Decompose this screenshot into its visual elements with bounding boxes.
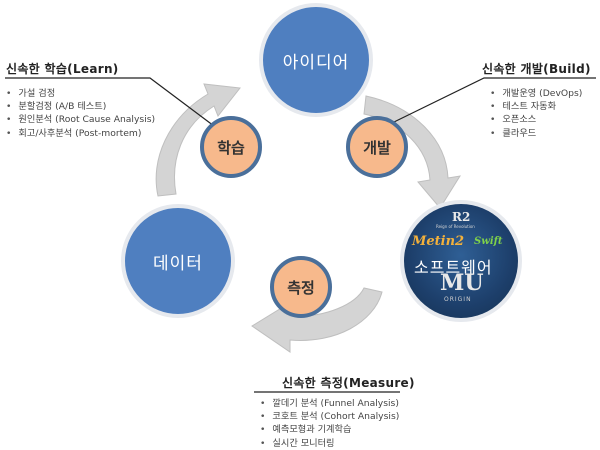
swift-logo: Swift (474, 236, 503, 247)
measure-stage-label: 측정 (287, 278, 315, 297)
measure-stage: 측정 (270, 256, 332, 318)
measure-panel: 신속한 측정(Measure) 깔데기 분석 (Funnel Analysis)… (272, 374, 415, 450)
learn-panel: 신속한 학습(Learn) 가설 검정 분할검정 (A/B 테스트) 원인분석 … (6, 60, 155, 140)
list-item: 예측모형과 기계학습 (260, 423, 415, 436)
build-panel-title: 신속한 개발(Build) (482, 62, 591, 76)
list-item: 회고/사후분석 (Post-mortem) (6, 127, 155, 140)
list-item: 오픈소스 (490, 113, 591, 126)
list-item: 개발운영 (DevOps) (490, 87, 591, 100)
metin2-logo: Metin2 (412, 234, 465, 249)
r2-logo: R2 (452, 210, 471, 224)
list-item: 테스트 자동화 (490, 100, 591, 113)
list-item: 실시간 모니터링 (260, 437, 415, 450)
arrow-measure (251, 287, 383, 353)
learn-panel-list: 가설 검정 분할검정 (A/B 테스트) 원인분석 (Root Cause An… (6, 87, 155, 140)
software-logo-collage: R2 Reign of Revolution Metin2 Swift 소프트웨… (404, 204, 518, 318)
learn-stage: 학습 (200, 116, 262, 178)
learn-connector (5, 77, 215, 127)
idea-label: 아이디어 (282, 52, 350, 73)
mu-caption: ORIGIN (444, 296, 472, 303)
data-node: 데이터 (121, 204, 235, 318)
list-item: 분할검정 (A/B 테스트) (6, 100, 155, 113)
software-label: 소프트웨어 (414, 258, 493, 277)
list-item: 클라우드 (490, 127, 591, 140)
build-panel: 신속한 개발(Build) 개발운영 (DevOps) 테스트 자동화 오픈소스… (482, 60, 591, 140)
build-stage-label: 개발 (363, 138, 391, 157)
build-panel-list: 개발운영 (DevOps) 테스트 자동화 오픈소스 클라우드 (490, 87, 591, 140)
learn-stage-label: 학습 (217, 138, 245, 157)
list-item: 깔데기 분석 (Funnel Analysis) (260, 397, 415, 410)
mu-logo: MU (440, 270, 484, 296)
list-item: 원인분석 (Root Cause Analysis) (6, 113, 155, 126)
measure-panel-title: 신속한 측정(Measure) (282, 376, 415, 390)
arrow-learn (155, 83, 241, 197)
measure-panel-list: 깔데기 분석 (Funnel Analysis) 코호트 분석 (Cohort … (260, 397, 415, 450)
data-label: 데이터 (153, 253, 203, 274)
list-item: 가설 검정 (6, 87, 155, 100)
r2-caption: Reign of Revolution (436, 224, 475, 229)
learn-panel-title: 신속한 학습(Learn) (6, 62, 119, 76)
build-connector (393, 77, 596, 123)
idea-node: 아이디어 (259, 3, 373, 117)
software-node: R2 Reign of Revolution Metin2 Swift 소프트웨… (400, 200, 522, 322)
list-item: 코호트 분석 (Cohort Analysis) (260, 410, 415, 423)
build-stage: 개발 (346, 116, 408, 178)
